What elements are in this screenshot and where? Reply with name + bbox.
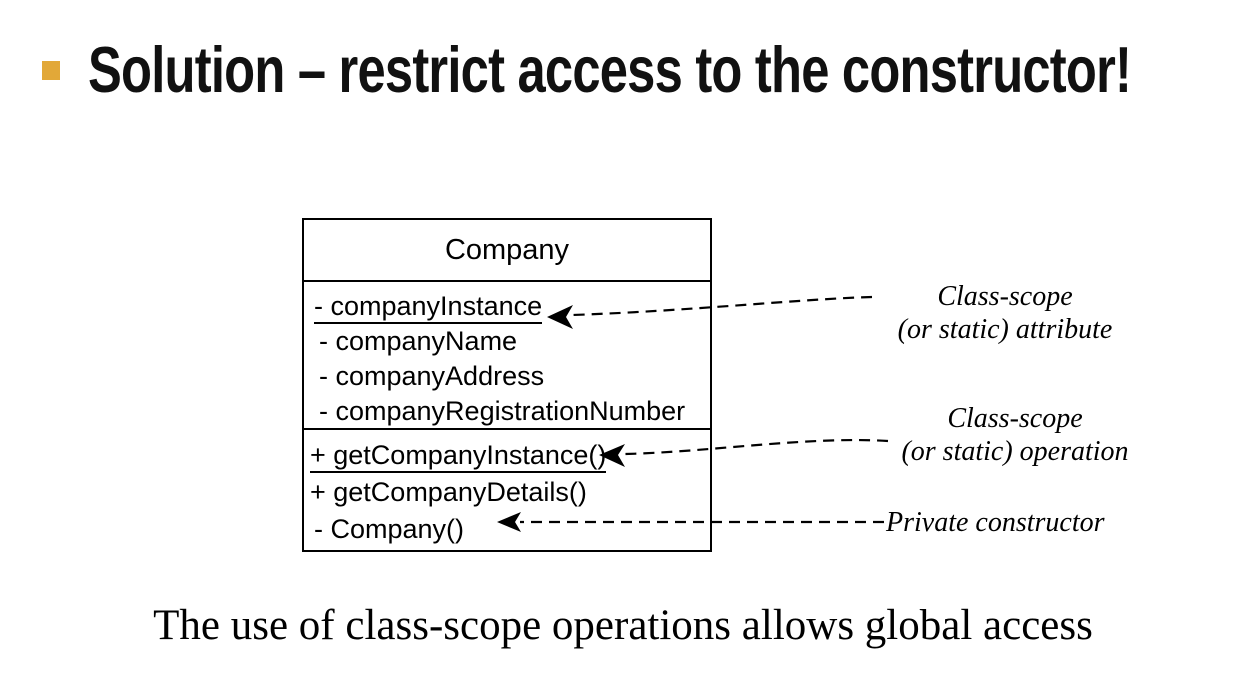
- annotation-class-scope-attribute: Class-scope (or static) attribute: [897, 281, 1113, 345]
- uml-class-name: Company: [304, 220, 710, 282]
- attribute-company-registration-number: - companyRegistrationNumber: [319, 396, 686, 426]
- attribute-company-address: - companyAddress: [319, 361, 545, 391]
- uml-class-box: Company - companyInstance - companyName …: [302, 218, 712, 552]
- title-bullet-square: [42, 61, 60, 80]
- uml-operations-section: + getCompanyInstance() + getCompanyDetai…: [304, 430, 710, 548]
- attribute-company-instance: - companyInstance: [314, 289, 710, 324]
- operation-get-company-details: + getCompanyDetails(): [310, 477, 587, 507]
- operation-company-constructor: - Company(): [314, 514, 465, 544]
- annotation-class-scope-operation: Class-scope (or static) operation: [901, 403, 1129, 467]
- uml-attributes-section: - companyInstance - companyName - compan…: [304, 282, 710, 430]
- operation-get-company-instance: + getCompanyInstance(): [310, 437, 710, 474]
- annotation-private-constructor: Private constructor: [886, 507, 1105, 538]
- slide-title: Solution – restrict access to the constr…: [88, 33, 1132, 106]
- attribute-company-name: - companyName: [319, 326, 518, 356]
- slide-caption: The use of class-scope operations allows…: [153, 602, 1093, 649]
